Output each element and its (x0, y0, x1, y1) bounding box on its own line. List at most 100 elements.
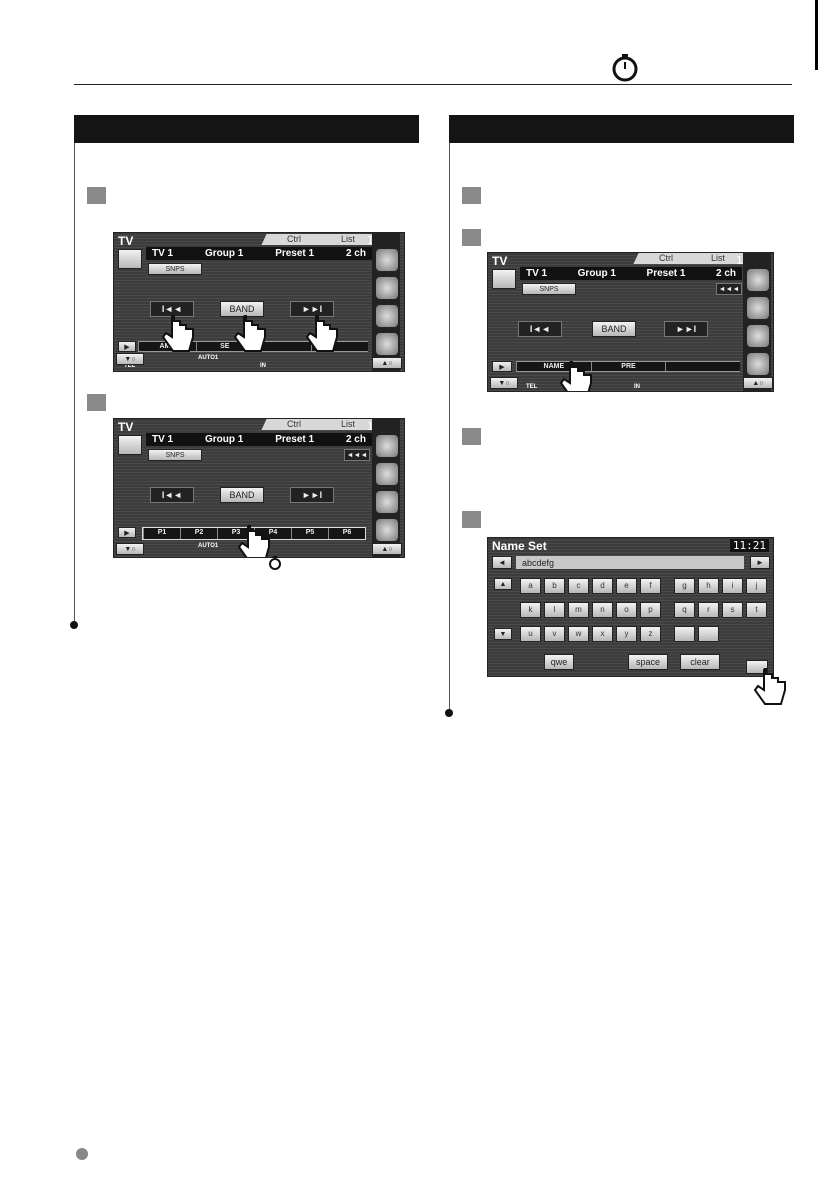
display-mode-button[interactable] (118, 435, 142, 455)
key[interactable]: h (698, 578, 719, 594)
tools-icon[interactable] (747, 353, 769, 375)
bar-cell[interactable] (310, 342, 369, 351)
speaker-icon[interactable] (376, 305, 398, 327)
band-button[interactable]: BAND (220, 301, 264, 317)
finger-pointer-icon (558, 358, 594, 391)
menu-icon[interactable] (376, 249, 398, 271)
scroll-up-button[interactable]: ▲○ (372, 543, 402, 555)
key[interactable] (674, 626, 695, 642)
display-mode-button[interactable] (118, 249, 142, 269)
key[interactable]: w (568, 626, 589, 642)
key[interactable] (698, 626, 719, 642)
step-marker-1 (87, 187, 106, 204)
preset-button[interactable]: P1 (143, 528, 180, 539)
snps-button[interactable]: SNPS (522, 283, 576, 295)
music-icon[interactable] (747, 297, 769, 319)
name-button[interactable]: NAME (516, 362, 591, 371)
cursor-left-button[interactable]: ◄ (492, 556, 512, 569)
auto-label: AUTO1 (198, 355, 219, 361)
play-icon[interactable]: ▶ (492, 361, 512, 372)
bar-cell[interactable]: SE (195, 342, 254, 351)
key[interactable]: j (746, 578, 767, 594)
play-icon[interactable]: ▶ (118, 527, 136, 538)
preset-button[interactable]: P5 (291, 528, 328, 539)
finger-pointer-icon (232, 312, 268, 355)
play-icon[interactable]: ▶ (118, 341, 136, 352)
key[interactable]: e (616, 578, 637, 594)
clear-button[interactable]: clear (680, 654, 720, 670)
preset-button[interactable]: P3 (217, 528, 254, 539)
key[interactable]: z (640, 626, 661, 642)
scroll-down-button[interactable]: ▼○ (116, 543, 144, 555)
key[interactable]: f (640, 578, 661, 594)
preset-list-button[interactable]: PRE (590, 362, 666, 371)
clock: 11:21 (729, 539, 769, 552)
key[interactable]: i (722, 578, 743, 594)
key[interactable]: o (616, 602, 637, 618)
space-button[interactable]: space (628, 654, 668, 670)
key[interactable]: b (544, 578, 565, 594)
key[interactable]: l (544, 602, 565, 618)
preset-button[interactable]: P2 (180, 528, 217, 539)
finger-pointer-icon (236, 522, 272, 557)
key[interactable]: p (640, 602, 661, 618)
stopwatch-icon (610, 52, 640, 82)
snps-button[interactable]: SNPS (148, 263, 202, 275)
tools-icon[interactable] (376, 333, 398, 355)
key[interactable]: x (592, 626, 613, 642)
screen-title: TV (492, 254, 508, 268)
key[interactable]: d (592, 578, 613, 594)
music-icon[interactable] (376, 277, 398, 299)
seek-prev-button[interactable]: I◄◄ (518, 321, 562, 337)
key[interactable]: q (674, 602, 695, 618)
qwe-layout-button[interactable]: qwe (544, 654, 574, 670)
scroll-down-button[interactable]: ▼ (494, 628, 512, 640)
key[interactable]: a (520, 578, 541, 594)
back-button[interactable]: ◄◄◄ (716, 283, 742, 295)
key[interactable]: u (520, 626, 541, 642)
menu-icon[interactable] (376, 435, 398, 457)
tools-icon[interactable] (376, 519, 398, 541)
bar-cell[interactable] (665, 362, 740, 371)
key[interactable]: k (520, 602, 541, 618)
scroll-up-button[interactable]: ▲ (494, 578, 512, 590)
scroll-up-button[interactable]: ▲○ (372, 357, 402, 369)
scroll-down-button[interactable]: ▼○ (490, 377, 518, 389)
screen-title: TV (118, 234, 134, 248)
enter-button[interactable] (746, 660, 768, 674)
key[interactable]: t (746, 602, 767, 618)
speaker-icon[interactable] (376, 491, 398, 513)
name-input[interactable]: abcdefg (516, 556, 744, 569)
key[interactable]: y (616, 626, 637, 642)
bar-cell[interactable]: AME (138, 342, 196, 351)
key[interactable]: g (674, 578, 695, 594)
preset-button[interactable]: P6 (328, 528, 365, 539)
seek-next-button[interactable]: ►►I (290, 487, 334, 503)
band-button[interactable]: BAND (592, 321, 636, 337)
finger-pointer-icon (304, 312, 340, 355)
key[interactable]: v (544, 626, 565, 642)
side-menu (372, 419, 400, 557)
cursor-right-button[interactable]: ► (750, 556, 770, 569)
seek-next-button[interactable]: ►►I (290, 301, 334, 317)
seek-prev-button[interactable]: I◄◄ (150, 487, 194, 503)
seek-next-button[interactable]: ►►I (664, 321, 708, 337)
music-icon[interactable] (376, 463, 398, 485)
key[interactable]: r (698, 602, 719, 618)
step-marker-3 (462, 428, 481, 445)
menu-icon[interactable] (747, 269, 769, 291)
key[interactable]: c (568, 578, 589, 594)
display-mode-button[interactable] (492, 269, 516, 289)
back-button[interactable]: ◄◄◄ (344, 449, 370, 461)
snps-button[interactable]: SNPS (148, 449, 202, 461)
key[interactable]: s (722, 602, 743, 618)
key[interactable]: n (592, 602, 613, 618)
auto-label: AUTO1 (198, 543, 219, 549)
band-button[interactable]: BAND (220, 487, 264, 503)
step-marker-2 (87, 394, 106, 411)
scroll-up-button[interactable]: ▲○ (743, 377, 773, 389)
key[interactable]: m (568, 602, 589, 618)
scroll-down-button[interactable]: ▼○ (116, 353, 144, 365)
speaker-icon[interactable] (747, 325, 769, 347)
